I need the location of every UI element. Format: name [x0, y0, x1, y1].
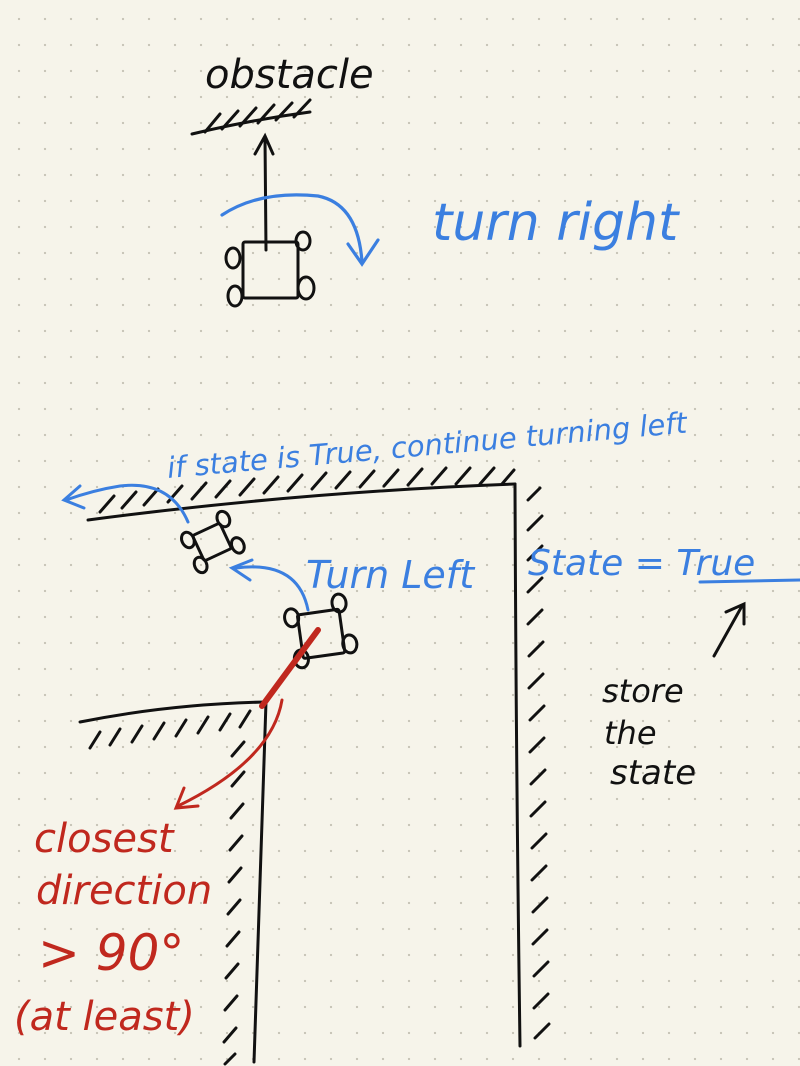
store-line-3: state	[610, 753, 696, 793]
store-arrow	[712, 601, 746, 658]
closest-direction-note: closest direction > 90° (at least)	[14, 816, 212, 1040]
closest-line-1: closest	[34, 816, 175, 862]
turn-right-arrow	[220, 193, 380, 267]
if-state-label: if state is True, continue turning left	[166, 406, 690, 485]
store-state-note: store the state	[602, 672, 696, 793]
state-underline	[698, 578, 800, 584]
forward-arrow	[253, 132, 275, 252]
corridor-left-wall	[78, 700, 268, 1066]
turn-left-label: Turn Left	[306, 553, 476, 597]
store-line-1: store	[602, 672, 684, 710]
obstacle-label: obstacle	[205, 52, 374, 98]
closest-line-3: > 90°	[38, 924, 184, 982]
robot-icon-top	[224, 230, 316, 308]
continue-turning-arrow	[61, 483, 190, 524]
corridor-top-wall	[86, 466, 517, 522]
closest-direction-ray	[259, 627, 321, 709]
corridor-right-wall	[513, 482, 551, 1048]
closest-annotation-arrow	[173, 698, 284, 810]
corridor-scene: if state is True, continue turning left …	[14, 406, 800, 1066]
store-line-2: the	[604, 714, 657, 752]
obstacle-wall	[190, 98, 312, 136]
robot-icon-upper	[179, 509, 246, 575]
turn-left-arrow	[228, 558, 310, 612]
closest-line-2: direction	[36, 868, 212, 914]
closest-line-4: (at least)	[14, 994, 195, 1040]
state-true-label: State = True	[528, 543, 755, 584]
top-scene: obstacle turn right	[190, 52, 680, 308]
turn-right-label: turn right	[432, 193, 680, 253]
